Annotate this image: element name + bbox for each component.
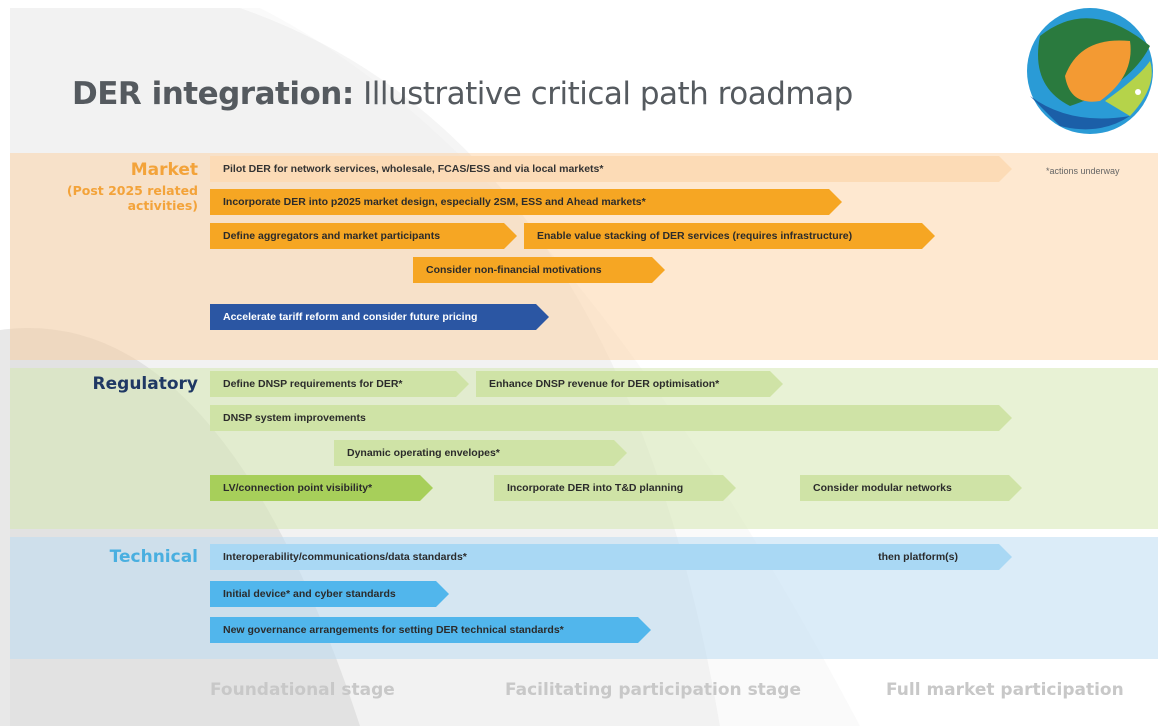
arrow-label: Define DNSP requirements for DER* [223,378,403,390]
arrow-label: Incorporate DER into p2025 market design… [223,196,646,208]
arrow-label: Dynamic operating envelopes* [347,447,500,459]
arrow-modular-networks: Consider modular networks [800,475,1022,501]
market-band [10,153,1158,360]
market-category-label: Market [130,160,198,180]
title-rest: Illustrative critical path roadmap [353,76,853,112]
arrow-label: DNSP system improvements [223,412,366,424]
arrow-label: Pilot DER for network services, wholesal… [223,163,604,175]
arrow-label: Accelerate tariff reform and consider fu… [223,311,478,323]
arrow-incorporate-p2025: Incorporate DER into p2025 market design… [210,189,842,215]
arrow-dnsp-revenue: Enhance DNSP revenue for DER optimisatio… [476,371,783,397]
market-sublabel-line-1: (Post 2025 related [66,183,198,198]
arrow-tariff-reform: Accelerate tariff reform and consider fu… [210,304,549,330]
regulatory-category-label: Regulatory [92,374,198,394]
arrow-label: New governance arrangements for setting … [223,624,564,636]
stage-facilitating: Facilitating participation stage [505,680,801,700]
arrow-label: Initial device* and cyber standards [223,588,396,600]
title-bold: DER integration: [72,76,354,112]
market-sublabel-line-2: activities) [127,198,198,213]
arrow-interoperability: Interoperability/communications/data sta… [210,544,1012,570]
arrow-label: LV/connection point visibility* [223,482,373,494]
arrow-value-stacking: Enable value stacking of DER services (r… [524,223,935,249]
arrow-non-financial: Consider non-financial motivations [413,257,665,283]
arrow-label: Consider non-financial motivations [426,264,602,276]
arrow-dnsp-system: DNSP system improvements [210,405,1012,431]
stage-full-market: Full market participation [886,680,1124,700]
arrow-td-planning: Incorporate DER into T&D planning [494,475,736,501]
arrow-dnsp-requirements: Define DNSP requirements for DER* [210,371,469,397]
arrow-label: Interoperability/communications/data sta… [223,551,467,563]
actions-underway-note: *actions underway [1046,166,1120,176]
stage-foundational: Foundational stage [210,680,395,700]
page-title: DER integration: Illustrative critical p… [72,76,853,112]
arrow-lv-visibility: LV/connection point visibility* [210,475,433,501]
technical-category-label: Technical [109,547,198,567]
arrow-label: Incorporate DER into T&D planning [507,482,684,494]
arrow-label: Enable value stacking of DER services (r… [537,230,853,242]
arrow-label-right: then platform(s) [878,551,958,563]
arrow-pilot-der: Pilot DER for network services, wholesal… [210,156,1012,182]
arrow-define-aggregators: Define aggregators and market participan… [210,223,517,249]
arrow-label: Define aggregators and market participan… [223,230,441,242]
organisation-logo [1027,8,1153,134]
arrow-operating-envelopes: Dynamic operating envelopes* [334,440,627,466]
arrow-label: Enhance DNSP revenue for DER optimisatio… [489,378,720,390]
arrow-device-cyber: Initial device* and cyber standards [210,581,449,607]
arrow-governance: New governance arrangements for setting … [210,617,651,643]
arrow-label: Consider modular networks [813,482,952,494]
